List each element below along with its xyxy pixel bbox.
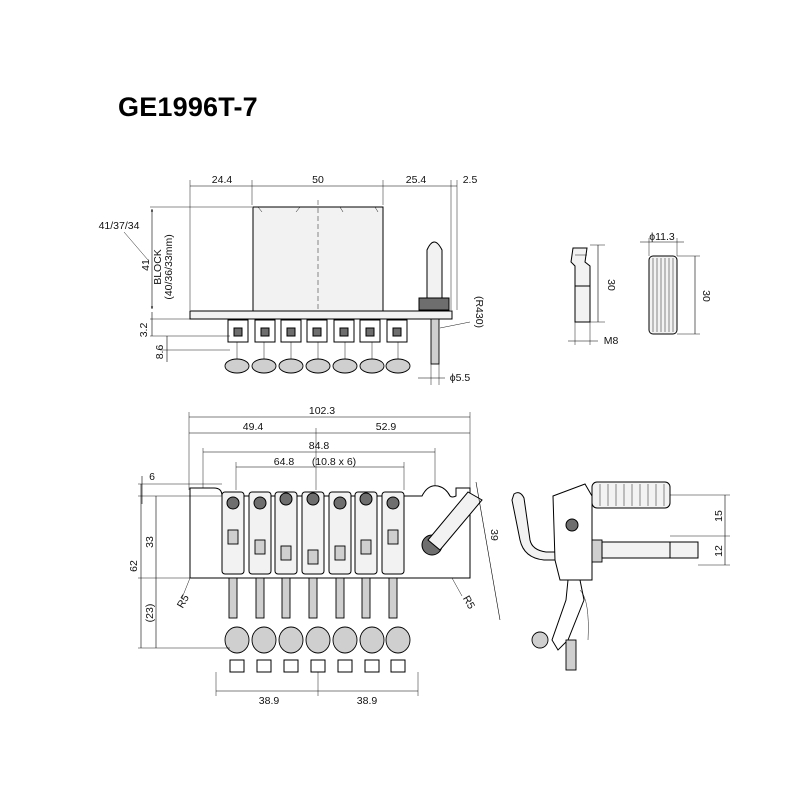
dim-12: 12	[713, 545, 725, 557]
dim-38-9-left: 38.9	[259, 695, 280, 707]
dim-62: 62	[128, 560, 140, 572]
page-title: GE1996T-7	[118, 92, 258, 122]
rear-view: 15 12	[511, 481, 730, 671]
stud-post-side	[418, 241, 450, 365]
dim-23: (23)	[144, 604, 156, 623]
dim-102-3: 102.3	[309, 405, 335, 417]
dim-block-41: 41	[140, 259, 152, 271]
dim-knob-diameter: ϕ11.3	[649, 231, 675, 243]
dim-84-8: 84.8	[309, 440, 330, 452]
dim-25-4: 25.4	[406, 174, 427, 186]
fine-tuners-side	[224, 342, 411, 374]
dim-r5-left: R5	[175, 593, 192, 611]
top-view: 102.3 49.4 52.9 84.8 64.8 (10.8 x 6)	[128, 405, 501, 707]
dim-r5-right: R5	[460, 594, 477, 612]
dim-knob-30: 30	[700, 290, 712, 302]
dim-6: 6	[149, 471, 155, 483]
dim-52-9: 52.9	[376, 421, 397, 433]
block-label: BLOCK	[152, 249, 164, 285]
dim-2-5: 2.5	[463, 174, 478, 186]
knob-part: ϕ11.3 30	[640, 231, 712, 335]
dim-stud-diameter: ϕ5.5	[450, 372, 471, 384]
screw-part: 30 M8	[568, 244, 619, 347]
tuner-rods	[228, 577, 398, 619]
dim-8-6: 8.6	[154, 345, 166, 360]
dim-50: 50	[312, 174, 324, 186]
fine-tuner-knobs-top	[224, 626, 411, 673]
dim-33: 33	[144, 536, 156, 548]
arm-socket-top	[421, 491, 483, 556]
dim-39: 39	[488, 529, 500, 541]
dim-thread: M8	[604, 335, 619, 347]
block-label-mm: (40/36/33mm)	[163, 234, 175, 299]
base-plate-side	[189, 310, 453, 320]
saddles-side	[227, 319, 408, 343]
dim-49-4: 49.4	[243, 421, 264, 433]
dim-15: 15	[713, 510, 725, 522]
dim-radius: (R430)	[473, 296, 485, 328]
dim-spacing: (10.8 x 6)	[312, 456, 356, 468]
dim-block-range: 41/37/34	[99, 220, 140, 232]
dim-38-9-right: 38.9	[357, 695, 378, 707]
dim-24-4: 24.4	[212, 174, 233, 186]
dim-64-8: 64.8	[274, 456, 295, 468]
side-view: 24.4 50 25.4 2.5	[99, 174, 485, 385]
dim-3-2: 3.2	[138, 323, 150, 338]
saddles-top	[221, 491, 405, 575]
dim-screw-30: 30	[605, 279, 617, 291]
